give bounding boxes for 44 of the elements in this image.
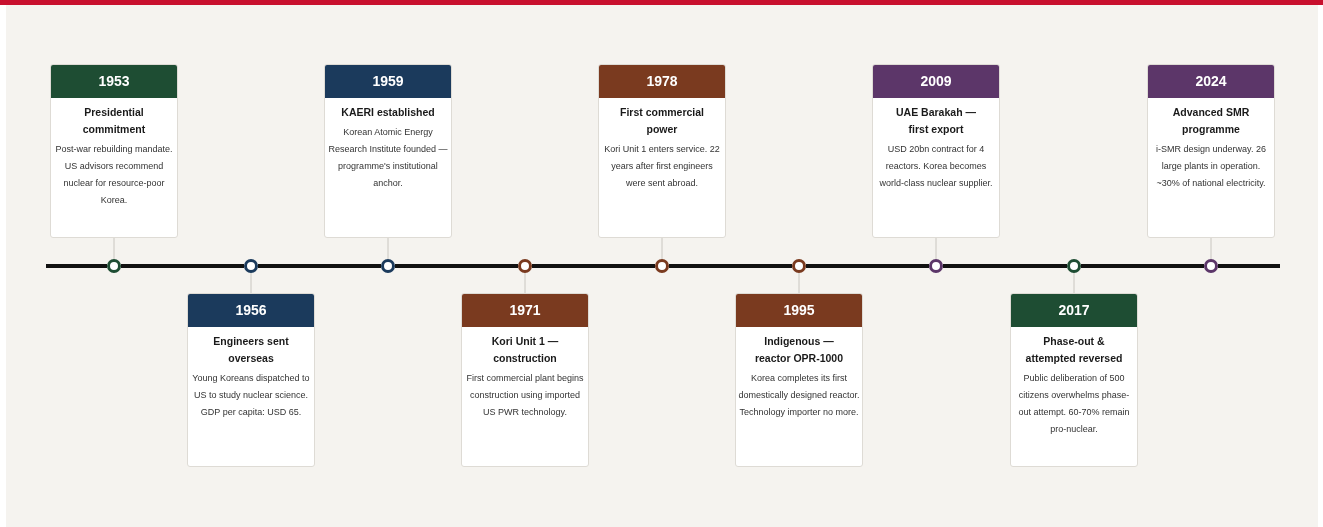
event-title: First commercial power: [618, 105, 705, 137]
event-description: USD 20bn contract for 4 reactors. Korea becomes world-class nuclear supplier.: [878, 143, 994, 190]
event-card: [324, 64, 452, 238]
year-header: 1971: [462, 294, 588, 327]
year-header: 2017: [1011, 294, 1137, 327]
event-description: First commercial plant begins construction using imported US PWR technology.: [465, 372, 585, 419]
event-card: [461, 293, 589, 467]
event-title: Kori Unit 1 — construction: [490, 334, 560, 366]
event-card: [598, 64, 726, 238]
event-title: Engineers sent overseas: [212, 334, 290, 366]
event-card: [1010, 293, 1138, 467]
event-title: Advanced SMR programme: [1171, 105, 1251, 137]
timeline-axis: [121, 264, 244, 268]
year-header: 1978: [599, 65, 725, 98]
event-description: Korea completes its first domestically designed reactor. Technology importer no more.: [738, 372, 860, 419]
event-description: i-SMR design underway. 26 large plants in operation. ~30% of national electricity.: [1155, 143, 1267, 190]
year-header: 2009: [873, 65, 999, 98]
year-header: 1995: [736, 294, 862, 327]
timeline-axis: [532, 264, 655, 268]
timeline-axis: [806, 264, 929, 268]
event-card: [735, 293, 863, 467]
event-card: [1147, 64, 1275, 238]
event-description: Kori Unit 1 enters service. 22 years after first engineers were sent abroad.: [603, 143, 721, 190]
event-title: Presidential commitment: [81, 105, 147, 137]
event-title: UAE Barakah — first export: [895, 105, 977, 137]
timeline-axis: [669, 264, 792, 268]
timeline-axis: [943, 264, 1067, 268]
event-description: Korean Atomic Energy Research Institute founded — programme's institutional anchor.: [327, 126, 449, 190]
event-card: [187, 293, 315, 467]
event-card: [872, 64, 1000, 238]
year-header: 1953: [51, 65, 177, 98]
timeline-axis: [258, 264, 381, 268]
year-header: 1956: [188, 294, 314, 327]
timeline-axis: [1081, 264, 1204, 268]
timeline-axis: [395, 264, 518, 268]
event-description: Post-war rebuilding mandate. US advisors recommend nuclear for resource-poor Korea.: [54, 143, 174, 207]
event-title: Indigenous — reactor OPR-1000: [753, 334, 845, 366]
event-card: [50, 64, 178, 238]
event-title: Phase-out & attempted reversed: [1025, 334, 1123, 366]
event-description: Public deliberation of 500 citizens overwhelms phase-out attempt. 60-70% remain pro-nuclear.: [1017, 372, 1131, 436]
year-header: 1959: [325, 65, 451, 98]
event-description: Young Koreans dispatched to US to study nuclear science. GDP per capita: USD 65.: [191, 372, 311, 419]
year-header: 2024: [1148, 65, 1274, 98]
event-title: KAERI established: [340, 105, 436, 120]
